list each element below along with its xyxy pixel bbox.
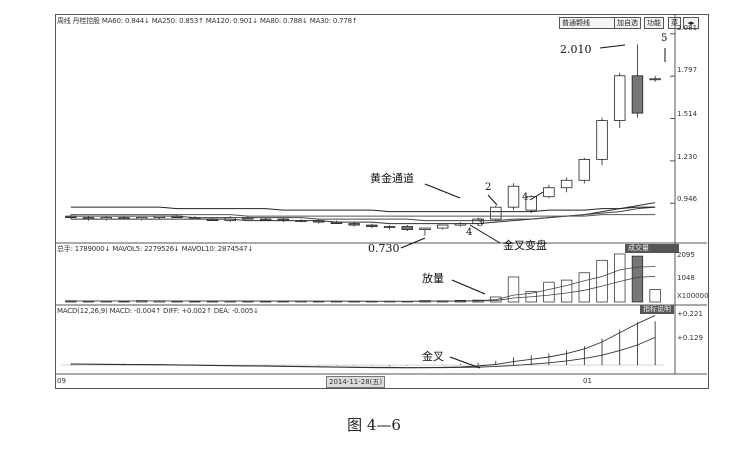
annotation-number-5: 5	[661, 33, 668, 44]
arrow-low-price	[400, 237, 426, 249]
annotation-volume-up: 放量	[422, 272, 444, 285]
ma-line-ma120	[70, 206, 656, 213]
volume-bar-4	[118, 300, 130, 303]
volume-bar-34	[649, 289, 661, 303]
x-label-right: 01	[583, 377, 592, 385]
macd-line-dea	[70, 336, 656, 369]
x-date-label: 2014-11-28(五)	[326, 376, 386, 388]
candle-body-34	[649, 78, 661, 81]
price-tick-3: 1.514	[677, 110, 698, 118]
expand-icon[interactable]: ◂▸	[683, 17, 699, 29]
candle-body-20	[401, 226, 413, 230]
annotation-low-price: 0.730	[368, 242, 400, 255]
volume-ma-mavol10	[70, 275, 656, 302]
macd-panel-header: MACD(12,26,9) MACD: -0.004↑ DIFF: +0.002…	[57, 307, 259, 315]
volume-bar-32	[614, 253, 626, 303]
arrow-number-2	[487, 194, 498, 206]
price-panel-header: 周线 丹桂控股 MA60: 0.844↓ MA250: 0.853↑ MA120…	[57, 17, 358, 25]
candle-body-26	[507, 185, 520, 208]
arrow-high-price	[599, 44, 626, 49]
x-label-left: 09	[57, 377, 66, 385]
arrow-volume-up	[451, 279, 486, 295]
arrow-golden-cross-turn	[469, 224, 501, 244]
volume-bar-26	[507, 276, 520, 303]
candle-body-28	[543, 187, 555, 198]
volume-tick-2: 1048	[677, 274, 695, 282]
candle-body-22	[436, 224, 449, 229]
candle-body-18	[366, 224, 378, 227]
macd-line-diff	[70, 315, 656, 369]
add-watchlist-button[interactable]: 加自选	[614, 17, 641, 29]
volume-bar-33	[631, 255, 644, 303]
candle-body-33	[631, 75, 644, 114]
candle-body-31	[596, 120, 608, 160]
volume-bar-28	[543, 281, 555, 303]
ma-line-ma30	[70, 202, 656, 225]
annotation-golden-channel: 黄金通道	[370, 172, 414, 185]
price-tick-2: 1.797	[677, 66, 698, 74]
annotation-number-4b: 4	[522, 192, 529, 203]
volume-tick-1: 2095	[677, 251, 695, 259]
annotation-golden-cross-turn: 金叉变盘	[503, 239, 547, 252]
volume-bar-31	[596, 259, 608, 303]
volume-bar-8	[189, 300, 201, 303]
candle-body-17	[348, 223, 360, 226]
volume-unit: X100000	[677, 292, 709, 300]
volume-bar-30	[578, 272, 590, 303]
price-tick-5: 0.946	[677, 195, 698, 203]
indicator-help-tab[interactable]: 指标说明	[640, 305, 674, 314]
macd-tick-1: +0.221	[677, 310, 703, 318]
macd-tick-2: +0.129	[677, 334, 703, 342]
arrow-golden-channel	[424, 183, 461, 199]
annotation-number-3: 3	[477, 218, 484, 229]
annotation-high-price: 2.010	[560, 43, 592, 56]
candle-body-30	[578, 158, 591, 181]
candle-body-32	[614, 75, 626, 121]
ma-line-ma60	[70, 206, 656, 222]
figure-caption: 图 4—6	[347, 416, 401, 434]
candle-body-29	[560, 179, 573, 189]
candle-body-21	[419, 227, 431, 230]
price-tick-1: 2.081	[677, 24, 698, 32]
chart-frame: 周线 丹桂控股 MA60: 0.844↓ MA250: 0.853↑ MA120…	[55, 14, 709, 389]
candle-body-27	[525, 196, 537, 211]
volume-panel-header: 总手: 1789000↓ MAVOL5: 2279526↓ MAVOL10: 2…	[57, 245, 254, 253]
price-tick-4: 1.230	[677, 153, 698, 161]
annotation-golden-cross: 金叉	[422, 350, 444, 363]
candle-body-12	[259, 218, 272, 221]
ma-line-ma250	[70, 214, 656, 217]
annotation-number-4a: 4	[466, 227, 473, 238]
annotation-number-2: 2	[485, 182, 492, 193]
arrow-number-4b	[529, 191, 544, 201]
candle-body-25	[490, 206, 502, 220]
volume-bar-29	[560, 279, 573, 303]
arrow-golden-cross	[449, 356, 481, 369]
function-button[interactable]: 功能	[644, 17, 664, 29]
volume-tab[interactable]: 成交量	[625, 244, 679, 253]
candle-body-19	[383, 226, 396, 228]
volume-bar-3	[100, 300, 112, 303]
